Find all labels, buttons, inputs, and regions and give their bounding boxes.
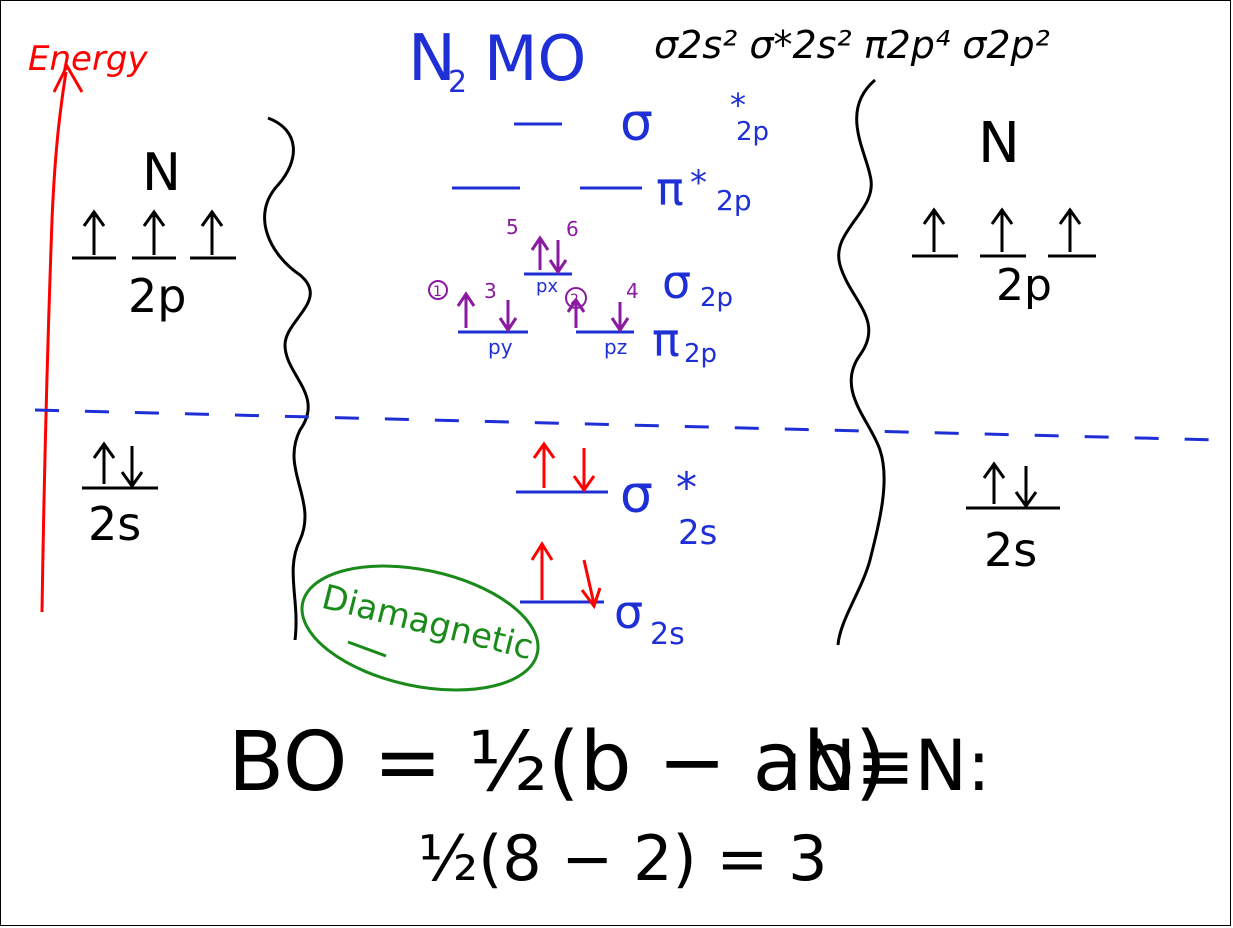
electron-up-arrow-icon — [532, 441, 556, 488]
electron-up-arrow-icon — [990, 207, 1014, 252]
lewis-structure: :N≡N: — [780, 725, 991, 807]
mo-pi-star-2p: π * 2p — [452, 162, 752, 217]
right-2p-label: 2p — [996, 260, 1052, 311]
mo-sigma-2p: px σ 2p 5 6 — [506, 215, 733, 313]
electron-down-arrow-icon — [498, 300, 518, 333]
fill-order-4: 4 — [626, 279, 639, 303]
title-molecule-subscript: 2 — [448, 65, 467, 100]
right-2p-electrons — [912, 207, 1096, 258]
energy-axis-arrow — [40, 71, 68, 613]
sigma-star-2s-sub: 2s — [678, 513, 717, 553]
fill-order-5: 5 — [506, 215, 519, 239]
left-2p-label: 2p — [128, 269, 186, 323]
pi-star-2p-sup: * — [690, 163, 707, 203]
electron-down-arrow-icon — [120, 446, 144, 489]
sigma-2p-label: σ — [662, 255, 691, 309]
fill-order-2: 2 — [570, 292, 579, 308]
electron-configuration: σ2s² σ*2s² π2p⁴ σ2p² — [654, 23, 1050, 67]
sigma-star-2p-label: σ — [620, 93, 653, 153]
bond-order: BO = ½(b − ab) ½(8 − 2) = 3 :N≡N: — [228, 715, 991, 895]
electron-up-arrow-icon — [456, 291, 476, 328]
fill-order-3: 3 — [484, 279, 497, 303]
electron-up-arrow-icon — [982, 461, 1006, 504]
sigma-2p-sub: 2p — [700, 283, 733, 313]
left-2s-label: 2s — [88, 497, 141, 551]
sigma-star-2p-sub: 2p — [736, 117, 769, 147]
pi-2p-tag-py: py — [488, 335, 513, 359]
left-2p-electrons — [72, 209, 236, 260]
electron-down-arrow-icon — [548, 240, 568, 275]
sigma-star-2s-label: σ — [620, 465, 653, 525]
diamagnetic-annotation: Diamagnetic — [300, 564, 540, 692]
sigma-2s-sub: 2s — [650, 617, 685, 652]
divider-2s-2p — [34, 408, 1221, 442]
electron-up-arrow-icon — [530, 541, 554, 600]
sigma-star-2p-sup: * — [730, 86, 746, 124]
fill-order-circle-1 — [428, 280, 448, 300]
mo-pi-2p: py pz π 2p 1 3 2 4 — [428, 279, 717, 369]
mo-sigma-star-2p: σ * 2p — [514, 86, 769, 153]
mo-sigma-star-2s: σ * 2s — [516, 441, 717, 553]
pi-star-2p-sub: 2p — [716, 184, 752, 217]
electron-up-arrow-icon — [142, 209, 166, 255]
electron-up-arrow-icon — [530, 235, 550, 270]
diamagnetic-text: Diamagnetic — [318, 577, 537, 668]
electron-up-arrow-icon — [200, 209, 224, 255]
diamagnetic-underline — [347, 640, 387, 658]
electron-up-arrow-icon — [92, 441, 116, 484]
energy-label: Energy — [28, 39, 149, 79]
right-atom-symbol: N — [978, 111, 1020, 176]
energy-axis: Energy — [28, 39, 149, 613]
diamagnetic-circle — [300, 564, 540, 692]
fill-order-circle-2 — [565, 287, 587, 309]
left-wavy-separator — [263, 116, 312, 641]
right-wavy-separator — [836, 78, 886, 646]
left-2s-electrons — [82, 441, 158, 490]
pi-2p-tag-pz: pz — [604, 335, 627, 359]
left-atom-symbol: N — [142, 143, 181, 203]
electron-down-arrow-icon — [580, 559, 602, 610]
title-method: MO — [484, 22, 586, 95]
mo-sigma-2s: σ 2s — [520, 541, 685, 652]
pi-2p-sub: 2p — [684, 339, 717, 369]
pi-2p-label: π — [652, 313, 680, 367]
bond-order-formula: BO = ½(b − ab) — [228, 715, 887, 810]
pi-star-2p-label: π — [656, 162, 684, 216]
bond-order-calculation: ½(8 − 2) = 3 — [418, 822, 828, 895]
energy-arrowhead-icon — [52, 62, 84, 93]
sigma-2s-label: σ — [614, 585, 643, 639]
sigma-star-2s-sup: * — [676, 463, 697, 512]
title-molecule: N — [408, 22, 456, 96]
right-2s-electrons — [966, 461, 1060, 510]
title: N 2 MO σ2s² σ*2s² π2p⁴ σ2p² — [408, 22, 1050, 100]
left-atom: N 2p 2s — [72, 143, 236, 551]
electron-up-arrow-icon — [566, 297, 586, 328]
fill-order-1: 1 — [433, 284, 442, 300]
right-2s-label: 2s — [984, 523, 1037, 577]
electron-up-arrow-icon — [922, 207, 946, 252]
sigma-2p-orbital-tag: px — [536, 276, 558, 297]
electron-up-arrow-icon — [1058, 207, 1082, 252]
right-atom: N 2p 2s — [912, 111, 1096, 577]
electron-down-arrow-icon — [610, 302, 630, 333]
electron-up-arrow-icon — [82, 209, 106, 255]
electron-down-arrow-icon — [1014, 466, 1038, 509]
fill-order-6: 6 — [566, 217, 579, 241]
electron-down-arrow-icon — [572, 448, 596, 493]
